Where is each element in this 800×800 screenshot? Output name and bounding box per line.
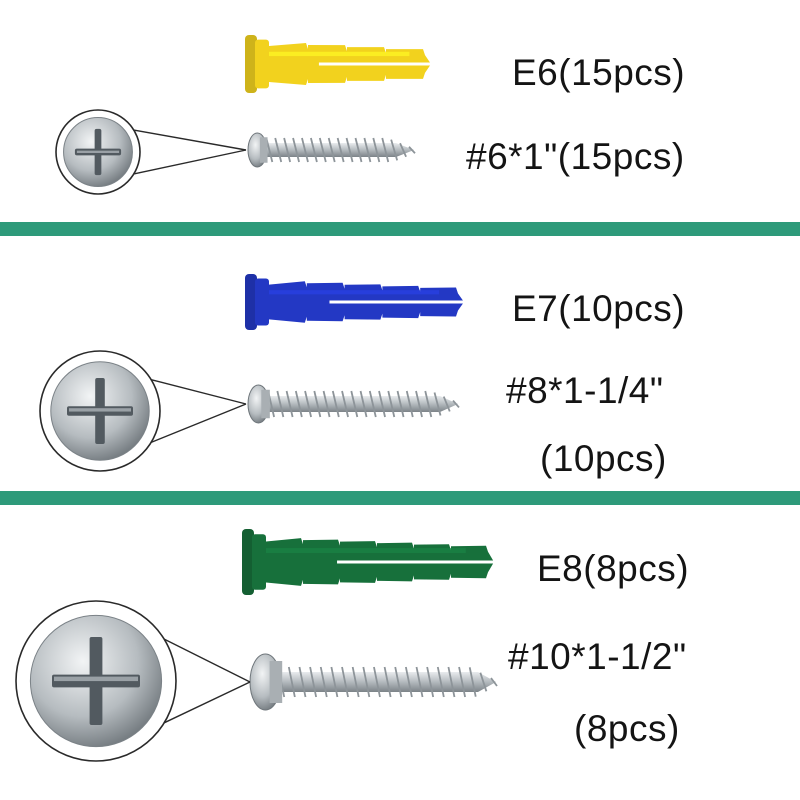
section-divider bbox=[0, 222, 800, 236]
screw-label-6: #6*1"(15pcs) bbox=[466, 136, 685, 177]
screw-count-10: (8pcs) bbox=[574, 708, 680, 749]
wall-anchor-icon bbox=[245, 35, 431, 93]
phillips-screw-icon bbox=[247, 132, 416, 168]
phillips-screw-icon bbox=[247, 384, 460, 424]
wall-anchor-icon bbox=[242, 529, 494, 595]
anchor-label-e7: E7(10pcs) bbox=[512, 288, 686, 329]
phillips-screw-icon bbox=[249, 653, 498, 711]
screw-head-magnifier bbox=[39, 350, 247, 472]
screw-count-8: (10pcs) bbox=[540, 438, 667, 479]
screw-label-10: #10*1-1/2" bbox=[508, 636, 687, 677]
screw-label-8: #8*1-1/4" bbox=[506, 370, 664, 411]
screw-head-magnifier bbox=[15, 600, 251, 762]
section-divider bbox=[0, 491, 800, 505]
wall-anchor-icon bbox=[245, 274, 464, 330]
screw-head-magnifier bbox=[55, 109, 247, 195]
anchor-label-e6: E6(15pcs) bbox=[512, 52, 686, 93]
anchor-label-e8: E8(8pcs) bbox=[537, 548, 690, 589]
